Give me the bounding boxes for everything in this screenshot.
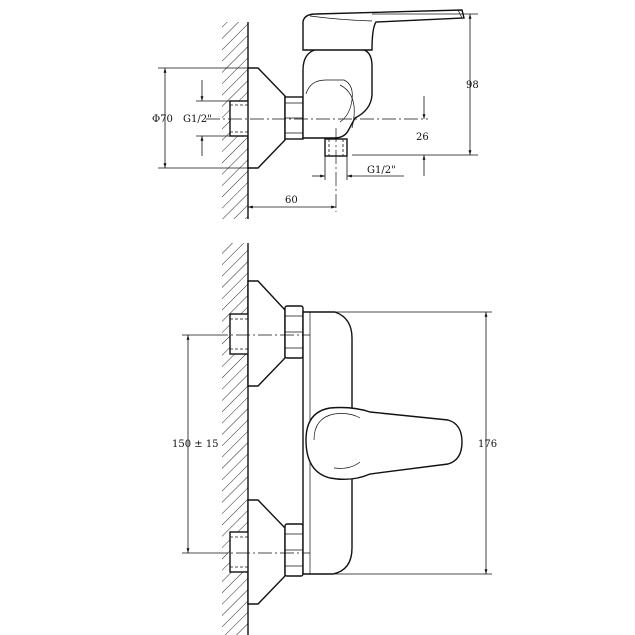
escutcheon-top [247, 67, 286, 169]
dim-60-label: 60 [285, 195, 298, 206]
dim-g12-bottom-label: G1/2" [367, 165, 396, 176]
escutcheon-lower [247, 499, 286, 605]
mixer-body-top [302, 48, 373, 139]
dim-g12-left-label: G1/2" [183, 114, 212, 125]
escutcheon-upper [247, 280, 286, 387]
dim-phi70-label: Φ70 [152, 114, 173, 125]
dim-26-label: 26 [416, 132, 429, 143]
dim-98-label: 98 [466, 80, 479, 91]
upper-inlet [229, 280, 304, 387]
lower-inlet [229, 499, 304, 605]
bottom-view: 150 ± 15 176 [172, 243, 497, 635]
pipe-thread-top [229, 100, 251, 137]
hex-nut-top [284, 96, 304, 140]
dim-150-label: 150 ± 15 [172, 439, 219, 450]
lever-handle-top [302, 9, 465, 51]
dim-176-label: 176 [478, 439, 497, 450]
wall-hatch-bottom [222, 243, 248, 635]
lever-handle-front [305, 406, 463, 481]
top-view: Φ70 G1/2" 98 26 G1/2" 60 [152, 9, 479, 219]
